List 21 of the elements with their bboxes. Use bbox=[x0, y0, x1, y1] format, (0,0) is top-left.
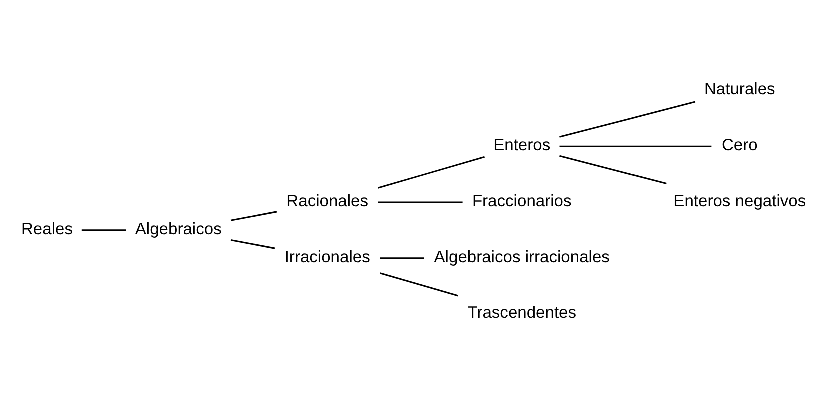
node-text: Trascendentes bbox=[468, 302, 577, 322]
connector bbox=[82, 229, 126, 231]
node-text: Algebraicos irracionales bbox=[434, 246, 610, 266]
node-text: Reales bbox=[21, 218, 73, 238]
node-text: Fraccionarios bbox=[472, 190, 572, 210]
node-text: Racionales bbox=[286, 190, 369, 210]
node-text: Irracionales bbox=[284, 246, 370, 266]
connector bbox=[560, 154, 667, 184]
connector bbox=[378, 201, 463, 203]
connector bbox=[230, 210, 278, 221]
node-text: Cero bbox=[722, 135, 758, 154]
connector bbox=[380, 257, 424, 259]
node-text: Enteros bbox=[494, 135, 551, 154]
node-text: Naturales bbox=[704, 79, 776, 98]
connector bbox=[378, 156, 485, 188]
connector bbox=[230, 238, 276, 249]
node-text: Enteros negativos bbox=[674, 190, 806, 210]
node-text: Algebraicos bbox=[135, 218, 222, 238]
connector bbox=[560, 145, 712, 147]
connector bbox=[380, 272, 459, 296]
connector bbox=[560, 100, 696, 138]
